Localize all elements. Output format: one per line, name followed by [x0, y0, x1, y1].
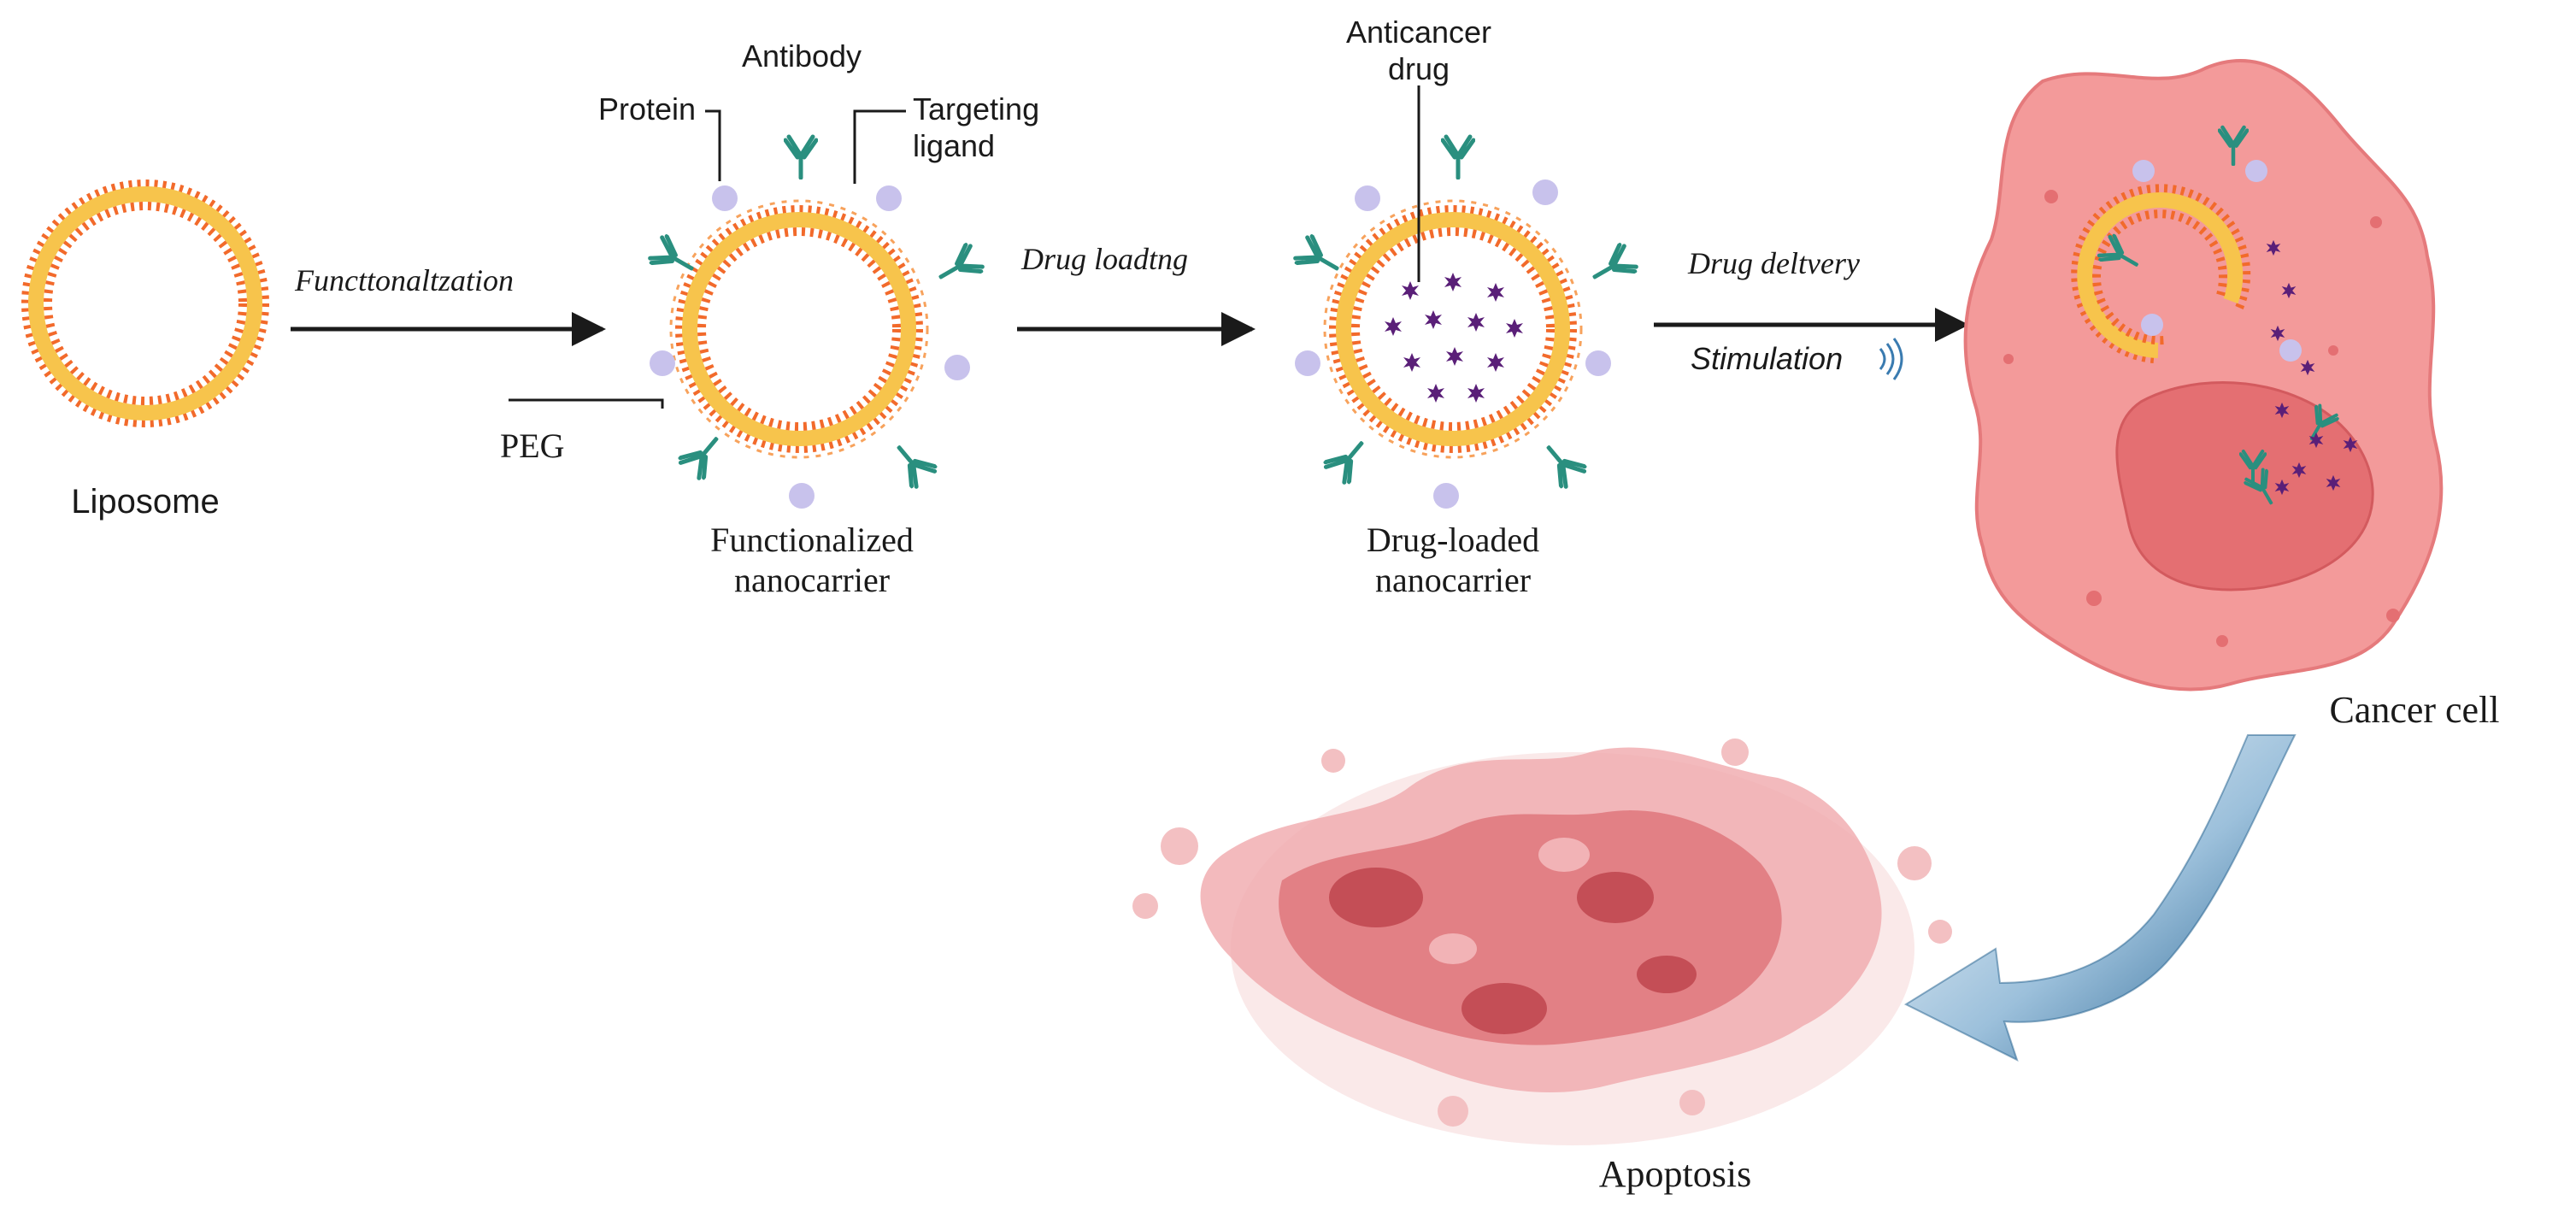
- protein-icon: [1295, 350, 1320, 376]
- drug-star-icon: [1444, 273, 1461, 291]
- drug-loaded-label-line1: Drug-loaded: [1367, 521, 1539, 559]
- protein-icon: [2279, 339, 2302, 362]
- protein-icon: [1355, 185, 1380, 211]
- protein-icon: [1532, 179, 1558, 205]
- functionalized-label-line2: nanocarrier: [734, 561, 890, 599]
- drug-star-icon: [1487, 353, 1504, 372]
- drug-star-icon: [1467, 313, 1485, 332]
- peg-label: PEG: [500, 427, 565, 465]
- protein-icon: [2141, 314, 2163, 336]
- curved-arrow: [1903, 734, 2297, 1062]
- apoptosis-label: Apoptosis: [1599, 1153, 1751, 1195]
- cancer-cell: [1963, 58, 2444, 691]
- peg-pointer-line: [509, 398, 664, 409]
- anticancer-label-line2: drug: [1388, 51, 1450, 86]
- anticancer-label-line1: Anticancer: [1346, 15, 1491, 50]
- drug-cluster: [1385, 273, 1523, 403]
- drug-star-icon: [1385, 317, 1402, 336]
- drug-star-icon: [1425, 310, 1442, 329]
- targeting-ligand-label-line2: ligand: [913, 128, 995, 163]
- functionalized-label-line1: Functionalized: [710, 521, 914, 559]
- drug-delivery-label: Drug deltvery: [1687, 246, 1860, 280]
- antibody-icon: [887, 438, 937, 489]
- drug-star-icon: [1427, 384, 1444, 403]
- nucleus: [2115, 381, 2374, 591]
- antibody-icon: [678, 429, 727, 480]
- antibody-icon: [785, 137, 816, 178]
- drug-star-icon: [1446, 347, 1463, 366]
- drug-star-icon: [1467, 384, 1485, 403]
- protein-icon: [1585, 350, 1611, 376]
- drug-star-icon: [1487, 283, 1504, 302]
- antibody-icon: [1537, 438, 1586, 489]
- liposome-label: Liposome: [71, 483, 219, 521]
- drug-star-icon: [1506, 319, 1523, 338]
- protein-label: Protein: [598, 91, 696, 127]
- protein-icon: [944, 355, 970, 380]
- targeting-ligand-label-line1: Targeting: [913, 91, 1039, 127]
- protein-pointer-line: [705, 109, 721, 181]
- drug-loaded-label-line2: nanocarrier: [1375, 561, 1531, 599]
- protein-icon: [712, 185, 738, 211]
- drug-star-icon: [1403, 353, 1420, 372]
- protein-icon: [789, 483, 815, 509]
- functionalized-nanocarrier: [649, 137, 985, 509]
- antibody-icon: [1323, 433, 1373, 485]
- drug-star-icon: [1402, 281, 1419, 300]
- antibody-icon: [649, 234, 700, 281]
- protein-icon: [876, 185, 902, 211]
- wave-signal-icon: [1879, 338, 1903, 380]
- protein-icon: [650, 350, 675, 376]
- drug-loading-label: Drug loadtng: [1020, 242, 1188, 276]
- antibody-icon: [1443, 137, 1473, 178]
- stimulation-label: Stimulation: [1691, 341, 1843, 376]
- antibody-icon: [933, 243, 985, 290]
- protein-icon: [2245, 160, 2267, 182]
- targeting-ligand-pointer-line: [853, 109, 906, 184]
- antibody-label: Antibody: [742, 38, 862, 74]
- functionalization-label: Functtonaltzation: [294, 263, 514, 297]
- cancer-cell-label: Cancer cell: [2329, 689, 2499, 731]
- liposome-plain: [21, 179, 269, 427]
- drug-loaded-nanocarrier: [1294, 137, 1638, 509]
- protein-icon: [1433, 483, 1459, 509]
- protein-icon: [2132, 160, 2155, 182]
- apoptosis-debris: [1132, 739, 1952, 1145]
- antibody-icon: [1587, 243, 1638, 290]
